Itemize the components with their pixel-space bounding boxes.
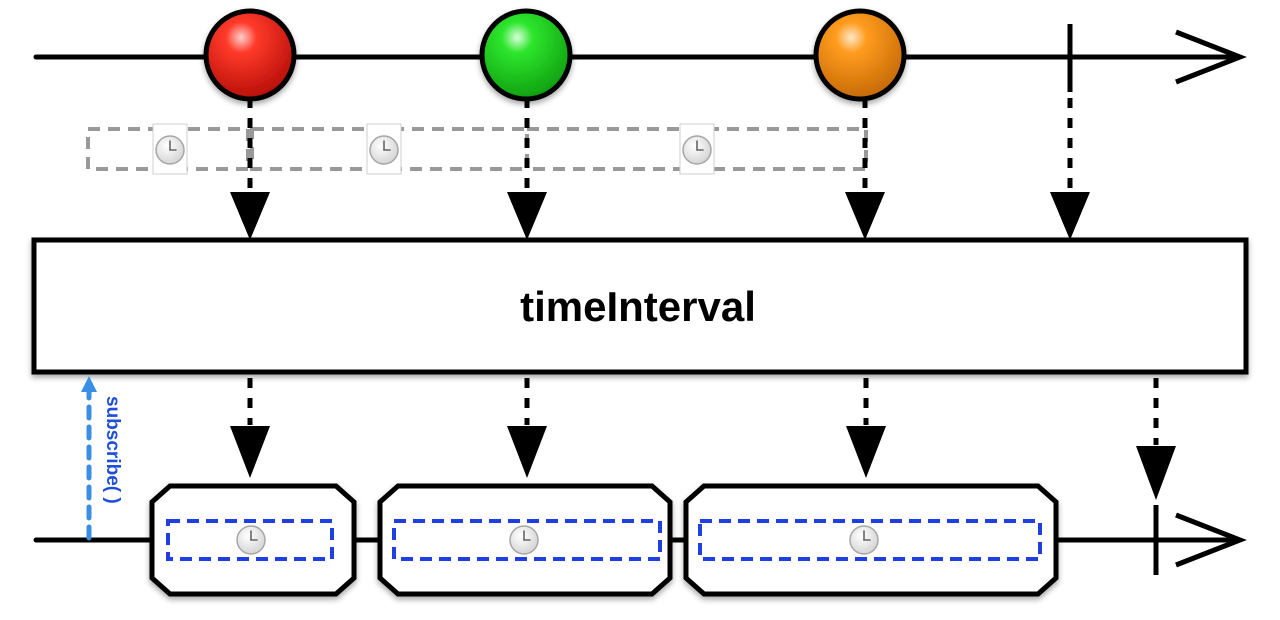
output-item [377,483,673,597]
clock-icon [236,525,266,555]
marble-red [203,8,297,102]
subscribe-arrow [81,376,97,541]
operator-box: timeInterval [31,237,1249,375]
clock-icon [366,123,402,175]
clock-icon [509,525,539,555]
output-item [149,483,357,597]
output-arrows [230,378,1176,500]
interval-markers [86,123,868,175]
marble-orange [813,8,907,102]
input-arrows [230,98,1090,240]
clock-icon [849,525,879,555]
clock-icon [152,123,188,175]
operator-label: timeInterval [520,283,756,330]
output-item [683,483,1059,597]
subscribe-label: subscribe( ) [102,396,123,504]
clock-icon [679,123,715,175]
marble-green [479,8,573,102]
